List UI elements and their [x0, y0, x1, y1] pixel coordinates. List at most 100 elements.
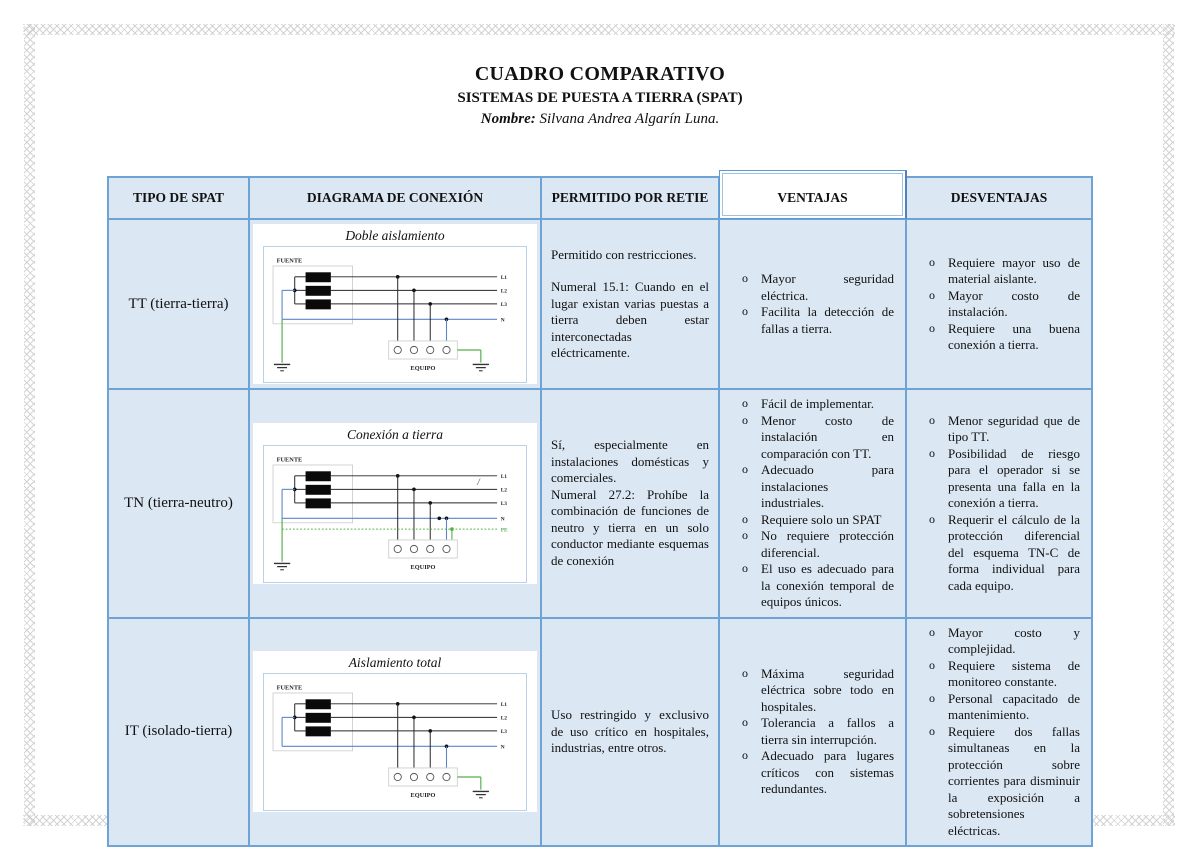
svg-text:L3: L3	[501, 730, 508, 736]
ventaja-text: Máxima seguridad eléctrica sobre todo en…	[761, 665, 894, 714]
ventaja-text: Facilita la detección de fallas a tierra…	[761, 304, 894, 336]
ventaja-text: Mayor seguridad eléctrica.	[761, 271, 894, 303]
permitido-cell: Sí, especialmente en instalaciones domés…	[540, 388, 720, 619]
ventaja-text: Tolerancia a fallos a tierra sin interru…	[761, 715, 894, 747]
permitido-cell: Uso restringido y exclusivo de uso críti…	[540, 616, 720, 847]
bullet-marker: o	[929, 320, 935, 335]
page-border-top	[23, 24, 1175, 35]
tipo-cell: IT (isolado-tierra)	[107, 616, 250, 847]
permitido-paragraph: Numeral 27.2: Prohíbe la combinación de …	[551, 486, 709, 568]
bullet-marker: o	[929, 624, 935, 639]
bullet-marker: o	[929, 254, 935, 269]
page-border-right	[1163, 24, 1174, 826]
desventaja-list: o Requiere mayor uso de material aislante…	[916, 255, 1082, 354]
svg-text:FUENTE: FUENTE	[277, 685, 303, 692]
ventaja-item: o Facilita la detección de fallas a tierr…	[731, 304, 894, 337]
ventaja-list: o Máxima seguridad eléctrica sobre todo e…	[729, 666, 896, 798]
svg-text:L3: L3	[501, 302, 508, 308]
desventaja-text: Requiere una buena conexión a tierra.	[948, 320, 1080, 353]
bullet-marker: o	[742, 665, 748, 680]
ventaja-item: o Adecuado para instalaciones industriale…	[731, 462, 894, 512]
svg-text:FUENTE: FUENTE	[277, 456, 303, 463]
bullet-marker: o	[929, 723, 935, 738]
svg-text:N: N	[501, 317, 505, 323]
tipo-cell: TN (tierra-neutro)	[107, 388, 250, 619]
desventaja-item: o Requiere una buena conexión a tierra.	[918, 321, 1080, 354]
header-row: TIPO DE SPAT DIAGRAMA DE CONEXIÓN PERMIT…	[107, 170, 1093, 220]
bullet-marker: o	[742, 396, 748, 410]
diagram-title: Doble aislamiento	[345, 227, 445, 243]
desventajas-cell: o Requiere mayor uso de material aislante…	[905, 218, 1093, 390]
svg-text:L2: L2	[501, 288, 508, 294]
svg-text:EQUIPO: EQUIPO	[411, 792, 436, 799]
bullet-marker: o	[742, 412, 748, 427]
header-desventajas: DESVENTAJAS	[905, 176, 1093, 220]
bullet-marker: o	[742, 462, 748, 476]
ventaja-text: Adecuado para instalaciones industriales…	[761, 462, 894, 510]
bullet-marker: o	[929, 657, 935, 672]
ventaja-text: No requiere protección diferencial.	[761, 528, 894, 560]
svg-text:N: N	[501, 517, 505, 523]
svg-text:EQUIPO: EQUIPO	[411, 365, 436, 372]
bullet-marker: o	[929, 412, 935, 427]
ventaja-item: o Fácil de implementar.	[731, 396, 894, 413]
permitido-paragraph: Sí, especialmente en instalaciones domés…	[551, 437, 709, 486]
permitido-paragraph: Numeral 15.1: Cuando en el lugar existan…	[551, 279, 709, 360]
svg-text:L2: L2	[501, 716, 508, 722]
bullet-marker: o	[742, 748, 748, 763]
svg-text:L1: L1	[501, 703, 508, 709]
bullet-marker: o	[742, 304, 748, 318]
title-block: CUADRO COMPARATIVO SISTEMAS DE PUESTA A …	[0, 62, 1200, 129]
svg-text:L3: L3	[501, 501, 508, 507]
ventajas-cell: o Máxima seguridad eléctrica sobre todo e…	[718, 616, 907, 847]
svg-text:FUENTE: FUENTE	[277, 257, 303, 264]
ventaja-text: Fácil de implementar.	[761, 396, 874, 411]
bullet-marker: o	[742, 528, 748, 542]
desventaja-text: Requerir el cálculo de la protección dif…	[948, 511, 1080, 593]
desventaja-text: Mayor costo de instalación.	[948, 287, 1080, 320]
header-tipo-de-spat: TIPO DE SPAT	[107, 176, 250, 220]
diagram-title: Conexión a tierra	[347, 426, 443, 442]
permitido-paragraph: Permitido con restricciones.	[551, 246, 697, 262]
author-line: Nombre: Silvana Andrea Algarín Luna.	[0, 110, 1200, 129]
bullet-marker: o	[742, 511, 748, 526]
author-name: Silvana Andrea Algarín Luna.	[535, 110, 720, 127]
desventaja-text: Requiere mayor uso de material aislante.	[948, 254, 1080, 287]
comparison-table: TIPO DE SPAT DIAGRAMA DE CONEXIÓN PERMIT…	[107, 170, 1093, 847]
header-diagrama-de-conexion: DIAGRAMA DE CONEXIÓN	[248, 176, 542, 220]
desventaja-text: Requiere dos fallas simultaneas en la pr…	[948, 723, 1080, 838]
page-border-left	[24, 24, 35, 826]
svg-text:PE: PE	[501, 527, 508, 533]
svg-text:/: /	[476, 477, 481, 487]
ventaja-item: o Máxima seguridad eléctrica sobre todo e…	[731, 666, 894, 716]
desventaja-text: Posibilidad de riesgo para el operador s…	[948, 445, 1080, 511]
